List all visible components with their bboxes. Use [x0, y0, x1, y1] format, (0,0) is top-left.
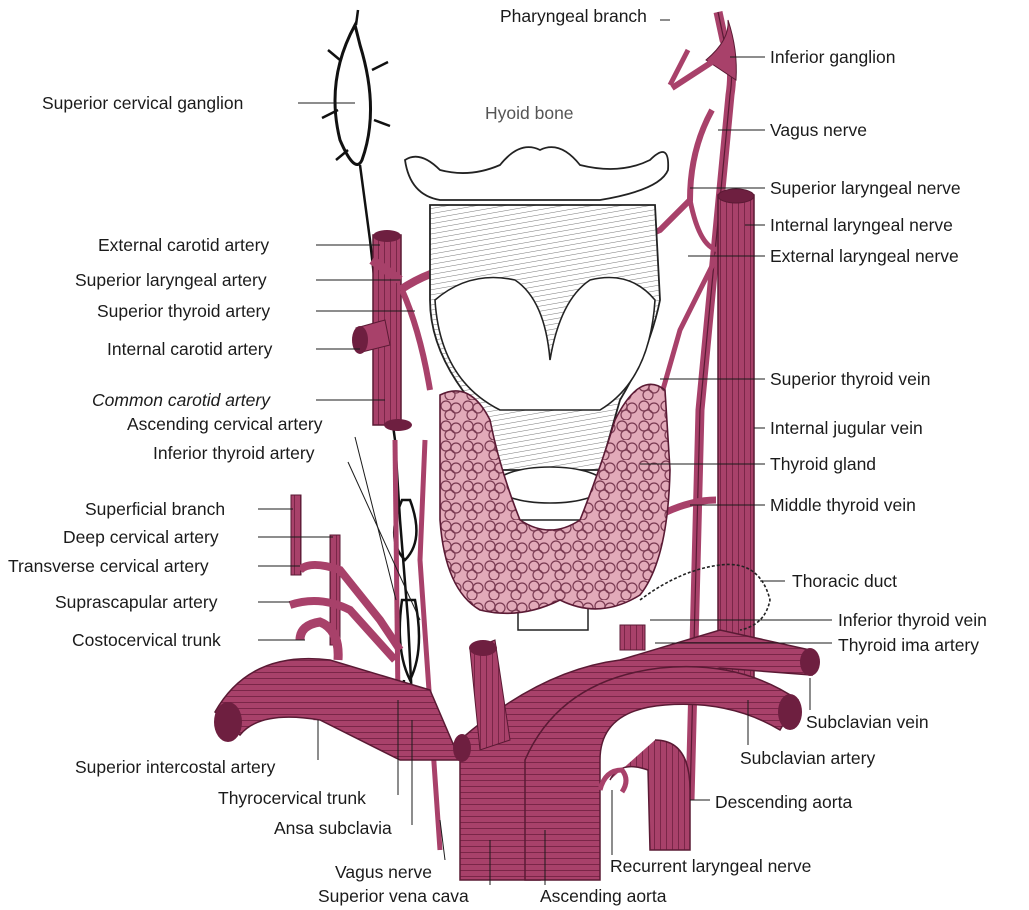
label-superior-thyroid-vein: Superior thyroid vein	[770, 369, 931, 389]
label-subclavian-vein: Subclavian vein	[806, 712, 929, 732]
internal-jugular-vein	[660, 189, 754, 695]
label-superior-laryngeal-artery: Superior laryngeal artery	[75, 270, 267, 290]
label-inferior-thyroid-vein: Inferior thyroid vein	[838, 610, 987, 630]
label-external-carotid-artery: External carotid artery	[98, 235, 269, 255]
label-thyroid-ima-artery: Thyroid ima artery	[838, 635, 979, 655]
label-ascending-aorta: Ascending aorta	[540, 886, 666, 906]
label-vagus-nerve-top: Vagus nerve	[770, 120, 867, 140]
label-descending-aorta: Descending aorta	[715, 792, 852, 812]
label-hyoid-bone: Hyoid bone	[485, 103, 574, 123]
label-deep-cervical-artery: Deep cervical artery	[63, 527, 219, 547]
left-subclavian-vessels	[214, 659, 460, 760]
label-superficial-branch: Superficial branch	[85, 499, 225, 519]
label-transverse-cervical-artery: Transverse cervical artery	[8, 556, 209, 576]
label-inferior-thyroid-artery: Inferior thyroid artery	[153, 443, 314, 463]
label-superior-cervical-ganglion: Superior cervical ganglion	[42, 93, 243, 113]
label-internal-laryngeal-nerve: Internal laryngeal nerve	[770, 215, 953, 235]
label-ansa-subclavia: Ansa subclavia	[274, 818, 392, 838]
label-internal-carotid-artery: Internal carotid artery	[107, 339, 272, 359]
label-internal-jugular-vein: Internal jugular vein	[770, 418, 923, 438]
label-inferior-ganglion: Inferior ganglion	[770, 47, 896, 67]
label-thyrocervical-trunk: Thyrocervical trunk	[218, 788, 366, 808]
label-suprascapular-artery: Suprascapular artery	[55, 592, 217, 612]
label-costocervical-trunk: Costocervical trunk	[72, 630, 221, 650]
label-common-carotid-artery: Common carotid artery	[92, 390, 270, 410]
label-recurrent-laryngeal-nerve: Recurrent laryngeal nerve	[610, 856, 811, 876]
label-superior-vena-cava: Superior vena cava	[318, 886, 469, 906]
label-superior-intercostal-artery: Superior intercostal artery	[75, 757, 275, 777]
label-vagus-nerve-bottom: Vagus nerve	[335, 862, 432, 882]
hyoid-bone	[405, 147, 668, 200]
label-pharyngeal-branch: Pharyngeal branch	[500, 6, 647, 26]
label-thyroid-gland: Thyroid gland	[770, 454, 876, 474]
label-external-laryngeal-nerve: External laryngeal nerve	[770, 246, 959, 266]
label-superior-laryngeal-nerve: Superior laryngeal nerve	[770, 178, 961, 198]
label-ascending-cervical-artery: Ascending cervical artery	[127, 414, 323, 434]
label-subclavian-artery: Subclavian artery	[740, 748, 875, 768]
label-middle-thyroid-vein: Middle thyroid vein	[770, 495, 916, 515]
label-superior-thyroid-artery: Superior thyroid artery	[97, 301, 270, 321]
label-thoracic-duct: Thoracic duct	[792, 571, 897, 591]
